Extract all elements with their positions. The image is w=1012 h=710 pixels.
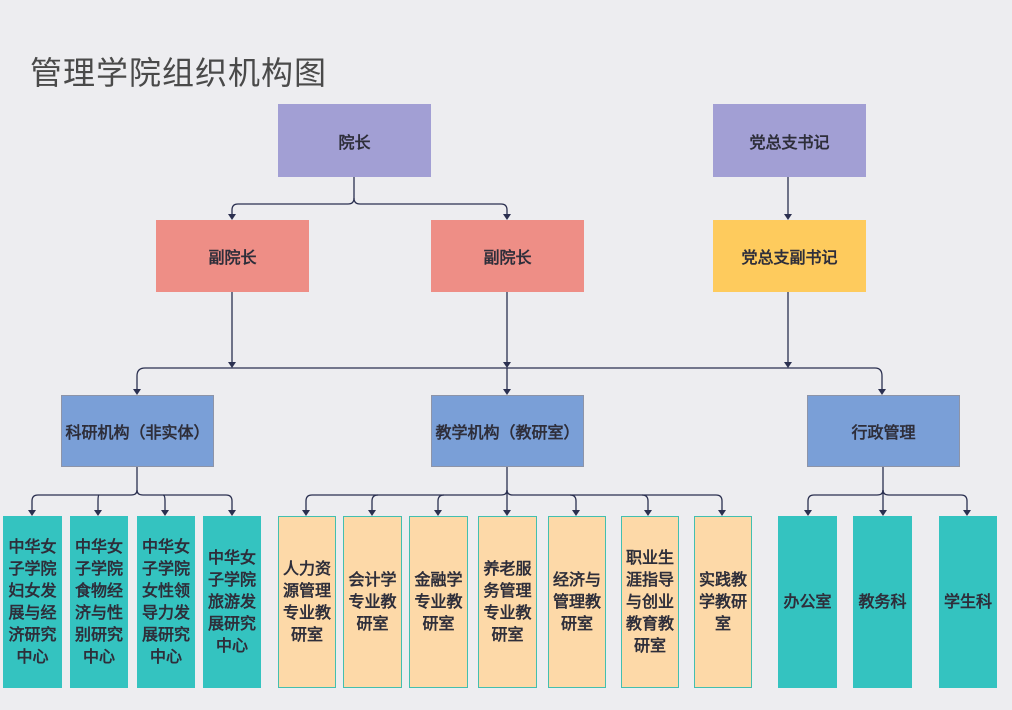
node-label: 科研机构（非实体） bbox=[65, 423, 210, 442]
node-label: 行政管理 bbox=[851, 423, 916, 442]
node-research-center[interactable]: 中华女子学院妇女发展与经济研究中心 bbox=[3, 516, 62, 688]
node-teaching-office[interactable]: 职业生涯指导与创业教育教研室 bbox=[621, 516, 679, 688]
node-label: 党总支书记 bbox=[749, 132, 830, 152]
node-label: 中华女子学院妇女发展与经济研究中心 bbox=[8, 537, 57, 666]
node-label: 人力资源管理专业教研室 bbox=[283, 559, 332, 644]
node-teaching-office[interactable]: 金融学专业教研室 bbox=[409, 516, 468, 688]
node-label: 副院长 bbox=[208, 248, 257, 267]
node-label: 办公室 bbox=[783, 592, 832, 611]
node-teaching-office[interactable]: 人力资源管理专业教研室 bbox=[278, 516, 336, 688]
node-label: 副院长 bbox=[483, 248, 532, 267]
node-deputy-party-secretary[interactable]: 党总支副书记 bbox=[713, 220, 866, 292]
node-research-center[interactable]: 中华女子学院食物经济与性别研究中心 bbox=[70, 516, 128, 688]
node-label: 教务科 bbox=[858, 592, 907, 611]
node-label: 金融学专业教研室 bbox=[414, 570, 463, 633]
connector-dean-vice2 bbox=[353, 197, 508, 218]
node-label: 职业生涯指导与创业教育教研室 bbox=[626, 548, 675, 655]
node-teaching-office[interactable]: 养老服务管理专业教研室 bbox=[478, 516, 537, 688]
connector-bus bbox=[136, 367, 883, 393]
node-label: 党总支副书记 bbox=[741, 248, 838, 267]
chart-title: 管理学院组织机构图 bbox=[30, 54, 328, 92]
node-research-center[interactable]: 中华女子学院女性领导力发展研究中心 bbox=[137, 516, 195, 688]
node-vice-dean-1[interactable]: 副院长 bbox=[156, 220, 309, 292]
node-label: 实践教学教研室 bbox=[699, 570, 748, 633]
node-research-center[interactable]: 中华女子学院旅游发展研究中心 bbox=[203, 516, 261, 688]
node-dean[interactable]: 院长 bbox=[278, 104, 431, 177]
node-label: 院长 bbox=[338, 132, 371, 152]
node-admin-unit[interactable]: 办公室 bbox=[778, 516, 837, 688]
node-label: 教学机构（教研室） bbox=[435, 423, 580, 442]
node-label: 养老服务管理专业教研室 bbox=[483, 559, 532, 644]
node-label: 学生科 bbox=[943, 592, 992, 611]
node-admin-unit[interactable]: 教务科 bbox=[853, 516, 912, 688]
node-label: 中华女子学院女性领导力发展研究中心 bbox=[141, 537, 190, 666]
node-party-secretary[interactable]: 党总支书记 bbox=[713, 104, 866, 177]
node-admin-unit[interactable]: 学生科 bbox=[939, 516, 997, 688]
node-admin-dept[interactable]: 行政管理 bbox=[807, 395, 960, 467]
node-teaching-office[interactable]: 实践教学教研室 bbox=[694, 516, 752, 688]
node-label: 中华女子学院食物经济与性别研究中心 bbox=[74, 537, 123, 666]
node-teaching-office[interactable]: 经济与管理教研室 bbox=[548, 516, 606, 688]
connector-dean-vice bbox=[231, 177, 355, 218]
node-teaching-dept[interactable]: 教学机构（教研室） bbox=[431, 395, 584, 467]
node-teaching-office[interactable]: 会计学专业教研室 bbox=[343, 516, 402, 688]
node-label: 经济与管理教研室 bbox=[553, 570, 602, 633]
node-label: 会计学专业教研室 bbox=[348, 570, 397, 633]
node-label: 中华女子学院旅游发展研究中心 bbox=[207, 548, 256, 655]
node-research-dept[interactable]: 科研机构（非实体） bbox=[61, 395, 214, 467]
node-vice-dean-2[interactable]: 副院长 bbox=[431, 220, 584, 292]
